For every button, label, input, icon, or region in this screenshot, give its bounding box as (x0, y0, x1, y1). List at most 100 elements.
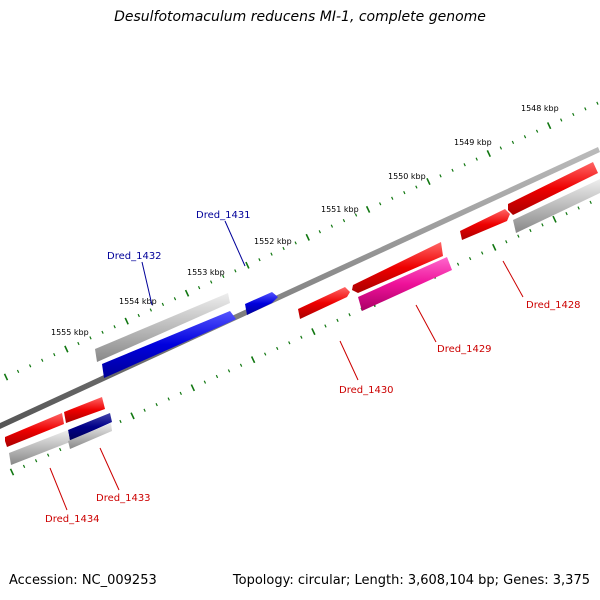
ruler-tick (596, 101, 599, 105)
ruler-tick (486, 150, 491, 158)
ruler-tick (263, 352, 267, 356)
ruler-tick (59, 447, 62, 452)
ruler-tick (270, 252, 273, 256)
kbp-labels: 1548 kbp 1549 kbp 1550 kbp 1551 kbp 1552… (51, 104, 559, 337)
ruler-tick (311, 328, 316, 336)
ruler-tick (439, 174, 442, 178)
ruler-tick (572, 112, 575, 117)
gene-labels: Dred_1428 Dred_1429 Dred_1430 Dred_1431 … (45, 210, 581, 525)
kbp-label: 1549 kbp (454, 138, 492, 147)
ruler-tick (529, 228, 532, 233)
feature-gray-lower-left[interactable] (9, 430, 70, 465)
ruler-tick (184, 289, 190, 297)
ruler-tick (481, 251, 484, 255)
ruler-tick (130, 412, 135, 420)
ruler-tick (492, 243, 497, 251)
ruler-tick (89, 336, 92, 340)
ruler-tick (77, 341, 80, 346)
ruler-tick (330, 224, 334, 228)
ruler-tick (222, 274, 225, 279)
gene-label-dred-1434[interactable]: Dred_1434 (45, 514, 100, 525)
feature-gray-lower-mid[interactable] (68, 423, 112, 449)
ruler-tick (499, 146, 503, 150)
ruler-tick (16, 369, 20, 374)
ruler-tick (318, 230, 321, 234)
feature-dark-dred-1433[interactable] (68, 413, 112, 441)
ruler-tick (348, 313, 351, 317)
kbp-label: 1551 kbp (321, 205, 359, 214)
ruler-tick (137, 313, 140, 318)
ruler-tick (541, 223, 544, 227)
feature-blue-dred-1432[interactable] (102, 311, 236, 378)
kbp-label: 1554 kbp (119, 297, 157, 306)
ruler-tick (517, 234, 520, 238)
kbp-label: 1550 kbp (388, 172, 426, 181)
ruler-tick (161, 302, 165, 306)
feature-blue-dred-1431[interactable] (245, 292, 278, 315)
feature-red-lower-left-b[interactable] (64, 397, 105, 423)
gene-label-dred-1431[interactable]: Dred_1431 (196, 210, 251, 221)
ruler-tick (215, 374, 219, 379)
ruler-tick (378, 202, 382, 206)
ruler-tick (475, 157, 478, 161)
ruler-tick (210, 280, 213, 284)
ruler-tick (546, 122, 552, 130)
feature-red-dred-1430[interactable] (298, 287, 350, 319)
ruler-tick (391, 196, 394, 200)
ruler-tick (403, 191, 406, 195)
ruler-tick (324, 324, 327, 328)
ruler-tick (28, 364, 32, 368)
ruler-tick (342, 218, 346, 223)
ruler-tick (463, 163, 466, 167)
ruler-tick (234, 269, 237, 273)
ruler-tick (46, 453, 50, 457)
gene-label-dred-1429[interactable]: Dred_1429 (437, 344, 492, 355)
ruler-tick (577, 206, 580, 210)
ruler-tick (190, 384, 196, 392)
feature-red-dred-1428[interactable] (460, 209, 510, 240)
feature-gray-upper-left[interactable] (95, 293, 230, 362)
ruler-tick (227, 369, 231, 373)
ruler-tick (22, 464, 26, 468)
ruler-tick (143, 408, 146, 412)
ruler-tick (276, 346, 279, 351)
ruler-tick (523, 135, 527, 139)
ruler-tick (589, 200, 592, 205)
gene-label-dred-1432[interactable]: Dred_1432 (107, 251, 162, 262)
ruler-tick (282, 246, 285, 251)
ruler-tick (250, 356, 256, 364)
feature-gray-lower-right[interactable] (513, 179, 600, 233)
gene-label-dred-1433[interactable]: Dred_1433 (96, 493, 151, 504)
ruler-tick (354, 213, 358, 217)
ruler-tick (584, 107, 587, 111)
ruler-tick (197, 286, 201, 290)
gene-label-dred-1430[interactable]: Dred_1430 (339, 385, 394, 396)
kbp-label: 1553 kbp (187, 268, 225, 277)
ruler-tick (511, 140, 515, 144)
ruler-tick (288, 341, 291, 345)
ruler-tick (124, 317, 129, 325)
ruler-tick (535, 129, 539, 133)
ruler-tick (456, 262, 460, 266)
ruler-tick (53, 353, 56, 357)
ruler-tick (119, 419, 122, 424)
ruler-tick (468, 256, 472, 261)
feature-pink-dred-1429[interactable] (358, 257, 452, 311)
kbp-label: 1555 kbp (51, 328, 89, 337)
ruler-tick (505, 240, 508, 244)
topology-text: Topology: circular; Length: 3,608,104 bp… (232, 573, 590, 588)
feature-red-upper-mid[interactable] (352, 242, 443, 293)
label-connectors (49, 220, 524, 511)
feature-red-upper-right[interactable] (508, 162, 598, 215)
ruler-tick (64, 345, 69, 353)
ruler-tick (560, 118, 563, 122)
gene-label-dred-1428[interactable]: Dred_1428 (526, 300, 581, 311)
map-title: Desulfotomaculum reducens MI-1, complete… (114, 9, 486, 25)
ruler-tick (101, 330, 104, 334)
ruler-tick (365, 205, 371, 213)
feature-red-lower-left-a[interactable] (5, 413, 64, 447)
ruler-tick (41, 358, 44, 362)
ruler-upper (3, 101, 599, 381)
ruler-tick (3, 373, 9, 381)
